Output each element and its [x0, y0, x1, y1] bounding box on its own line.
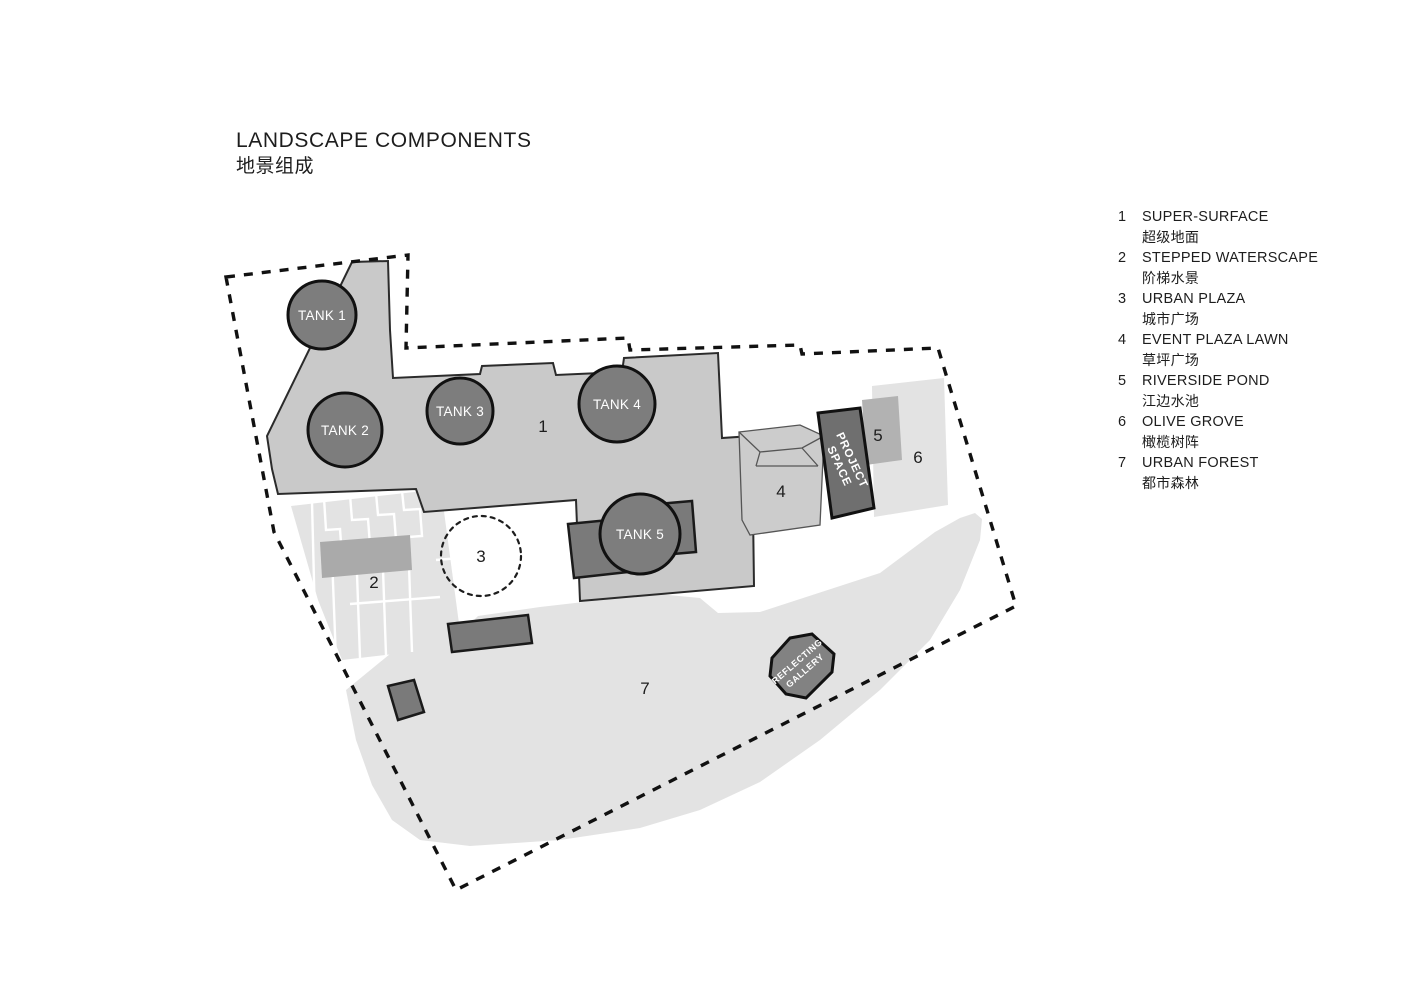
- tank-5-circle[interactable]: [598, 492, 682, 576]
- legend-item-1-number: 1: [1118, 209, 1127, 225]
- legend-item-6-label-en: OLIVE GROVE: [1142, 414, 1244, 430]
- legend-item-3: 3 URBAN PLAZA 城市广场: [1118, 290, 1388, 329]
- tank-1-circle[interactable]: [286, 279, 358, 351]
- site-boundary: [223, 253, 1019, 893]
- legend-item-1-label-cn: 超级地面: [1142, 228, 1200, 245]
- pavilion-block-lower-left: [386, 678, 426, 722]
- pavilion-bar-mid: [446, 613, 534, 654]
- plan-number-4: 4: [776, 482, 785, 501]
- zone-event-plaza-lawn: [738, 424, 825, 536]
- building-reflecting-gallery: [768, 632, 836, 700]
- legend-item-6: 6 OLIVE GROVE 橄榄树阵: [1118, 413, 1388, 452]
- tank-4-label: TANK 4: [593, 397, 641, 412]
- legend-item-2: 2 STEPPED WATERSCAPE 阶梯水景: [1118, 249, 1388, 288]
- plan-number-5: 5: [873, 426, 882, 445]
- legend-item-7-label-en: URBAN FOREST: [1142, 455, 1259, 471]
- legend-item-2-label-en: STEPPED WATERSCAPE: [1142, 250, 1319, 266]
- legend-item-6-label-cn: 橄榄树阵: [1142, 433, 1200, 450]
- plan-number-2: 2: [369, 573, 378, 592]
- waterscape-platform-bar: [320, 535, 412, 578]
- plan-number-1: 1: [538, 417, 547, 436]
- page-title-en: LANDSCAPE COMPONENTS: [236, 129, 532, 152]
- legend-item-4-label-en: EVENT PLAZA LAWN: [1142, 332, 1289, 348]
- zone-urban-forest: [346, 513, 982, 846]
- plan-number-7: 7: [640, 679, 649, 698]
- tank-group: [286, 279, 682, 576]
- zone-riverside-pond: [862, 396, 902, 465]
- legend-item-3-label-cn: 城市广场: [1142, 310, 1200, 327]
- legend-item-4-label-cn: 草坪广场: [1142, 351, 1200, 368]
- legend-item-2-number: 2: [1118, 250, 1127, 266]
- legend-item-1: 1 SUPER-SURFACE 超级地面: [1118, 208, 1388, 247]
- tank-5-label: TANK 5: [616, 527, 664, 542]
- tank-3-circle[interactable]: [425, 376, 495, 446]
- legend-item-2-label-cn: 阶梯水景: [1142, 269, 1200, 286]
- legend-item-5: 5 RIVERSIDE POND 江边水池: [1118, 372, 1388, 411]
- legend-item-1-label-en: SUPER-SURFACE: [1142, 209, 1269, 225]
- tank-4-circle[interactable]: [577, 364, 657, 444]
- building-project-space: [816, 406, 876, 520]
- page-title-cn: 地景组成: [236, 156, 315, 177]
- event-plaza-lawn-bevel: [738, 431, 825, 467]
- legend-item-7-label-cn: 都市森林: [1142, 474, 1200, 491]
- legend-item-5-label-en: RIVERSIDE POND: [1142, 373, 1270, 389]
- legend-item-4: 4 EVENT PLAZA LAWN 草坪广场: [1118, 331, 1388, 370]
- plan-number-3: 3: [476, 547, 485, 566]
- legend-item-6-number: 6: [1118, 414, 1127, 430]
- legend-item-3-label-en: URBAN PLAZA: [1142, 291, 1246, 307]
- legend-item-7-number: 7: [1118, 455, 1127, 471]
- tank-2-circle[interactable]: [306, 391, 384, 469]
- legend-item-5-number: 5: [1118, 373, 1127, 389]
- page-title: LANDSCAPE COMPONENTS 地景组成: [236, 128, 532, 179]
- tank-1-label: TANK 1: [298, 308, 346, 323]
- legend-item-7: 7 URBAN FOREST 都市森林: [1118, 454, 1388, 493]
- tank-3-label: TANK 3: [436, 404, 484, 419]
- tank-2-label: TANK 2: [321, 423, 369, 438]
- plan-number-6: 6: [913, 448, 922, 467]
- legend: 1 SUPER-SURFACE 超级地面 2 STEPPED WATERSCAP…: [1118, 208, 1388, 495]
- zone-urban-plaza: [439, 514, 523, 598]
- legend-item-5-label-cn: 江边水池: [1142, 392, 1200, 409]
- legend-item-4-number: 4: [1118, 332, 1127, 348]
- legend-item-3-number: 3: [1118, 291, 1127, 307]
